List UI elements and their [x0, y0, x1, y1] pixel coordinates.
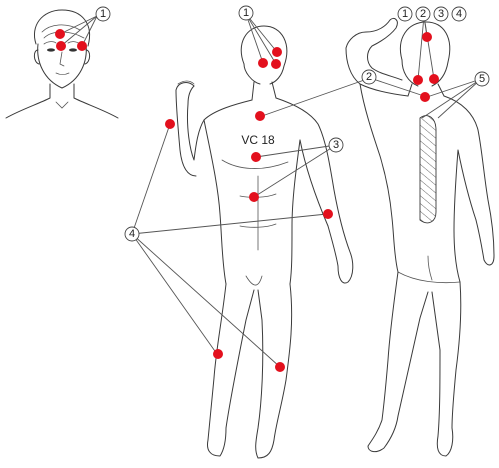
svg-text:4: 4 [129, 228, 135, 240]
label-back-3: 3 [434, 7, 448, 21]
svg-text:3: 3 [333, 139, 339, 151]
label-back-1: 1 [398, 7, 412, 21]
back-upper-spine-point [420, 92, 430, 102]
acupoints [55, 29, 439, 372]
svg-text:3: 3 [438, 8, 444, 20]
back-neck-point-left [413, 75, 423, 85]
vc-18-label: VC 18 [241, 133, 275, 147]
back-neck-point-right [429, 74, 439, 84]
front-chest-point-vc18 [251, 152, 261, 162]
front-shoulder-point [255, 111, 265, 121]
head-inset-figure [6, 10, 118, 118]
front-right-knee-point [213, 349, 223, 359]
front-body-figure [176, 26, 353, 458]
label-head-inset-1: 1 [96, 7, 110, 21]
svg-text:1: 1 [100, 8, 106, 20]
front-forearm-point [165, 119, 175, 129]
svg-text:2: 2 [420, 8, 426, 20]
svg-text:1: 1 [243, 7, 249, 19]
label-back-5: 5 [475, 72, 489, 86]
svg-text:4: 4 [456, 8, 462, 20]
svg-text:2: 2 [366, 71, 372, 83]
label-front-head-1: 1 [239, 6, 253, 20]
front-left-knee-point [275, 362, 285, 372]
front-head-point-3 [271, 59, 281, 69]
front-head-point-2 [258, 58, 268, 68]
svg-text:5: 5 [479, 73, 485, 85]
head-point-forehead [55, 29, 65, 39]
head-point-left-brow [56, 41, 66, 51]
label-back-2-top: 2 [416, 7, 430, 21]
label-back-2: 2 [362, 70, 376, 84]
head-point-right-temple [77, 41, 87, 51]
label-back-4: 4 [452, 7, 466, 21]
hatched-back-strip [420, 116, 436, 223]
back-head-point [422, 32, 432, 42]
front-head-point-1 [272, 47, 282, 57]
leader-lines [60, 14, 481, 367]
svg-text:1: 1 [402, 8, 408, 20]
front-wrist-point [323, 209, 333, 219]
front-abdomen-point [249, 192, 259, 202]
label-front-4: 4 [125, 227, 139, 241]
label-front-3: 3 [329, 138, 343, 152]
